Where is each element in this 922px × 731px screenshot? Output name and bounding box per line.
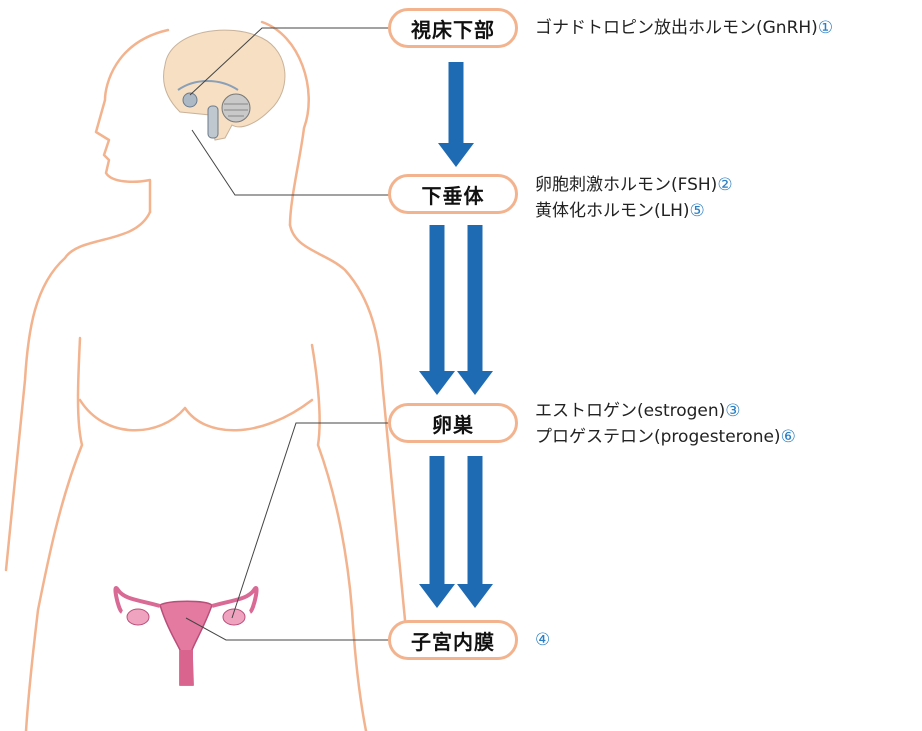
arrow-pituitary-to-ovary-2 — [457, 225, 493, 395]
hormone-fsh: 卵胞刺激ホルモン(FSH)② — [535, 172, 733, 198]
node-pituitary: 下垂体 — [388, 174, 518, 214]
hormone-progesterone: プロゲステロン(progesterone)⑥ — [535, 424, 796, 450]
hormone-lh: 黄体化ホルモン(LH)⑤ — [535, 198, 705, 224]
hormone-label: 卵胞刺激ホルモン(FSH) — [535, 175, 717, 195]
human-body-outline — [6, 22, 405, 731]
marker-6: ⑥ — [781, 427, 796, 447]
uterus-illustration — [115, 588, 256, 685]
arrow-ovary-to-endometrium-2 — [457, 456, 493, 608]
brain-illustration — [163, 30, 284, 140]
hormone-label: エストロゲン(estrogen) — [535, 401, 725, 421]
hormone-estrogen: エストロゲン(estrogen)③ — [535, 398, 741, 424]
leader-line-pituitary — [192, 130, 390, 195]
marker-5: ⑤ — [690, 201, 705, 221]
arrow-pituitary-to-ovary-1 — [419, 225, 455, 395]
node-ovary: 卵巣 — [388, 403, 518, 443]
node-hypothalamus: 視床下部 — [388, 8, 518, 48]
marker-3: ③ — [725, 401, 740, 421]
node-endometrium: 子宮内膜 — [388, 620, 518, 660]
hormone-label: ゴナドトロピン放出ホルモン(GnRH) — [535, 18, 818, 38]
marker-1: ① — [818, 18, 833, 38]
marker-4: ④ — [535, 630, 550, 650]
arrow-ovary-to-endometrium-1 — [419, 456, 455, 608]
hormone-endometrium: ④ — [535, 627, 550, 653]
hormone-label: プロゲステロン(progesterone) — [535, 427, 781, 447]
leader-line-endometrium — [186, 618, 390, 640]
flow-arrows — [419, 62, 493, 608]
arrow-hypothalamus-to-pituitary-1 — [438, 62, 474, 167]
hormone-gnrh: ゴナドトロピン放出ホルモン(GnRH)① — [535, 15, 833, 41]
hormone-label: 黄体化ホルモン(LH) — [535, 201, 690, 221]
marker-2: ② — [717, 175, 732, 195]
